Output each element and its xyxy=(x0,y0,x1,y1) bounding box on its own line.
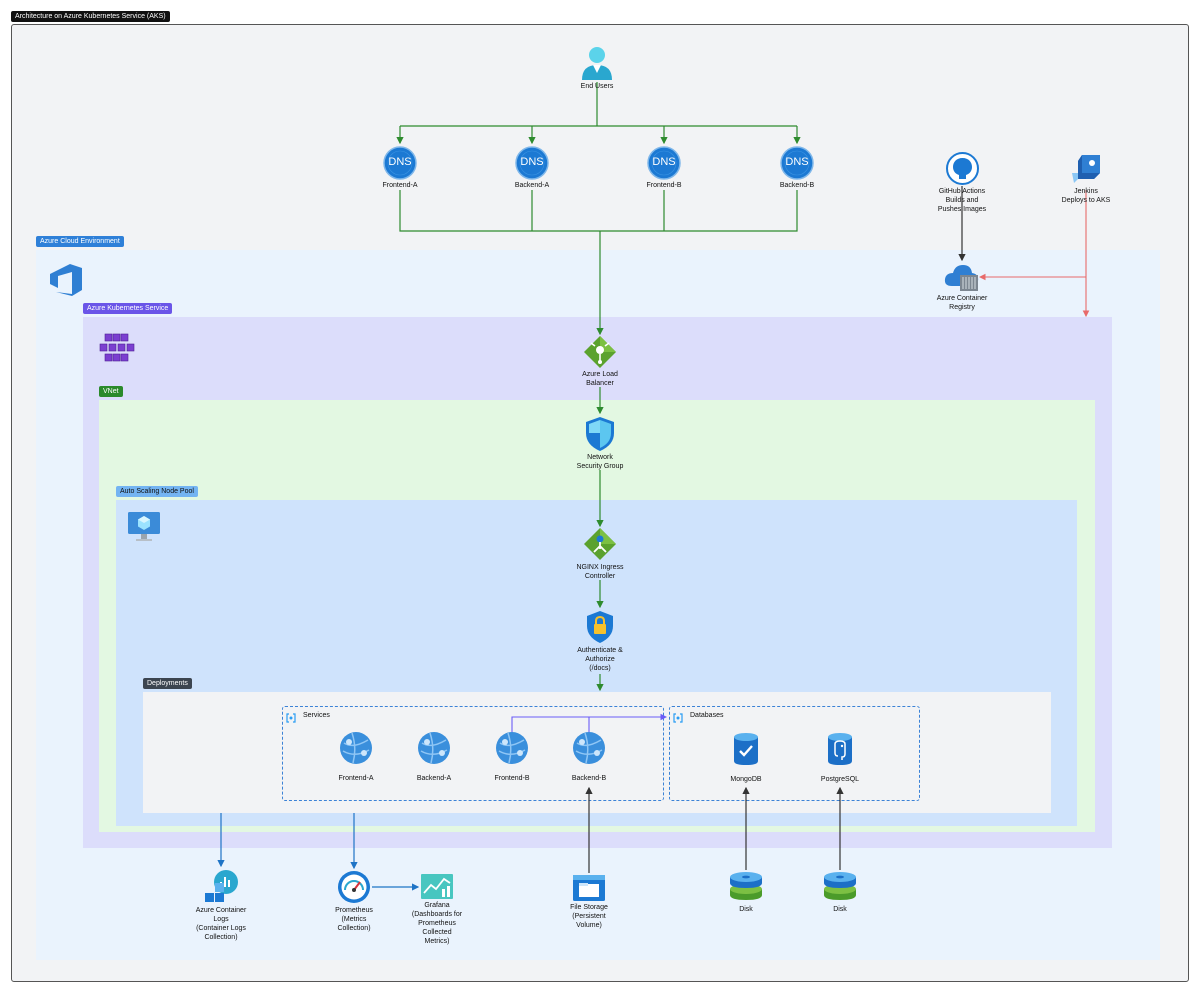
dns-frontend-a-label: Frontend-A xyxy=(382,182,418,189)
svc-frontend-a-label: Frontend-A xyxy=(338,775,374,782)
prometheus-label: Prometheus (Metrics Collection) xyxy=(335,907,373,932)
edge-monitoring xyxy=(217,813,420,891)
load-balancer-icon xyxy=(583,335,617,369)
diagram-title: Architecture on Azure Kubernetes Service… xyxy=(11,11,170,22)
jenkins-icon xyxy=(1068,151,1104,185)
dns-backend-b: DNS xyxy=(780,146,814,180)
group-label-databases: Databases xyxy=(690,712,724,719)
group-label-node-pool: Auto Scaling Node Pool xyxy=(116,486,198,497)
group-databases xyxy=(669,706,920,801)
file-storage-icon xyxy=(572,874,606,902)
mongodb-icon xyxy=(733,732,759,766)
ingress-controller-icon xyxy=(583,527,617,561)
container-registry-icon xyxy=(944,262,980,292)
svc-backend-a-label: Backend-A xyxy=(416,775,452,782)
svc-backend-b-icon xyxy=(572,731,606,765)
dns-backend-a-label: Backend-A xyxy=(514,182,550,189)
group-services xyxy=(282,706,664,801)
container-logs-label: Azure Container Logs (Container Logs Col… xyxy=(195,907,247,941)
end-users-label: End Users xyxy=(580,83,614,90)
disk-1-icon xyxy=(729,870,763,902)
github-icon xyxy=(946,152,979,185)
kubernetes-service-icon xyxy=(99,333,135,363)
security-group-label: Network Security Group xyxy=(576,454,624,470)
ingress-controller-label: NGINX Ingress Controller xyxy=(576,564,624,580)
jenkins-label: Jenkins Deploys to AKS xyxy=(1061,188,1111,204)
dns-backend-b-label: Backend-B xyxy=(779,182,815,189)
edge-storage xyxy=(585,786,844,873)
dns-text: DNS xyxy=(388,156,412,168)
dns-text: DNS xyxy=(652,156,676,168)
prometheus-icon xyxy=(337,870,371,904)
grafana-icon xyxy=(420,873,454,900)
virtual-machine-icon xyxy=(127,511,161,543)
dns-text: DNS xyxy=(785,156,809,168)
security-group-icon xyxy=(585,416,615,452)
dns-frontend-b-label: Frontend-B xyxy=(646,182,682,189)
svc-backend-b-label: Backend-B xyxy=(571,775,607,782)
grafana-label: Grafana (Dashboards for Prometheus Colle… xyxy=(411,902,463,945)
databases-group-icon xyxy=(673,710,683,723)
edge-backend-to-db xyxy=(511,713,668,734)
dns-frontend-a: DNS xyxy=(383,146,417,180)
group-label-aks: Azure Kubernetes Service xyxy=(83,303,173,314)
dns-text: DNS xyxy=(520,156,544,168)
svc-frontend-b-icon xyxy=(495,731,529,765)
github-label: GitHub Actions Builds and Pushes Images xyxy=(937,188,987,213)
dns-backend-a: DNS xyxy=(515,146,549,180)
edge-users-to-dns xyxy=(396,82,801,145)
end-users-icon xyxy=(580,46,614,80)
load-balancer-label: Azure Load Balancer xyxy=(582,371,618,387)
container-registry-label: Azure Container Registry xyxy=(936,295,988,311)
svc-backend-a-icon xyxy=(417,731,451,765)
postgresql-icon xyxy=(827,732,853,766)
services-group-icon xyxy=(286,710,296,723)
edge-dns-to-load-balancer xyxy=(399,190,798,336)
mongodb-label: MongoDB xyxy=(730,776,762,783)
group-label-vnet: VNet xyxy=(99,386,123,397)
disk-2-label: Disk xyxy=(833,906,847,913)
group-label-azure-cloud: Azure Cloud Environment xyxy=(36,236,124,247)
container-logs-icon xyxy=(204,869,240,905)
disk-2-icon xyxy=(823,870,857,902)
postgresql-label: PostgreSQL xyxy=(820,776,860,783)
svc-frontend-a-icon xyxy=(339,731,373,765)
file-storage-label: File Storage (Persistent Volume) xyxy=(570,904,608,929)
auth-label: Authenticate & Authorize (/docs) xyxy=(577,647,623,672)
edge-jenkins xyxy=(978,190,1090,318)
auth-shield-icon xyxy=(586,610,614,644)
dns-frontend-b: DNS xyxy=(647,146,681,180)
disk-1-label: Disk xyxy=(739,906,753,913)
azure-devops-icon xyxy=(48,262,84,296)
group-label-deployments: Deployments xyxy=(143,678,192,689)
group-label-services: Services xyxy=(303,712,330,719)
svc-frontend-b-label: Frontend-B xyxy=(494,775,530,782)
